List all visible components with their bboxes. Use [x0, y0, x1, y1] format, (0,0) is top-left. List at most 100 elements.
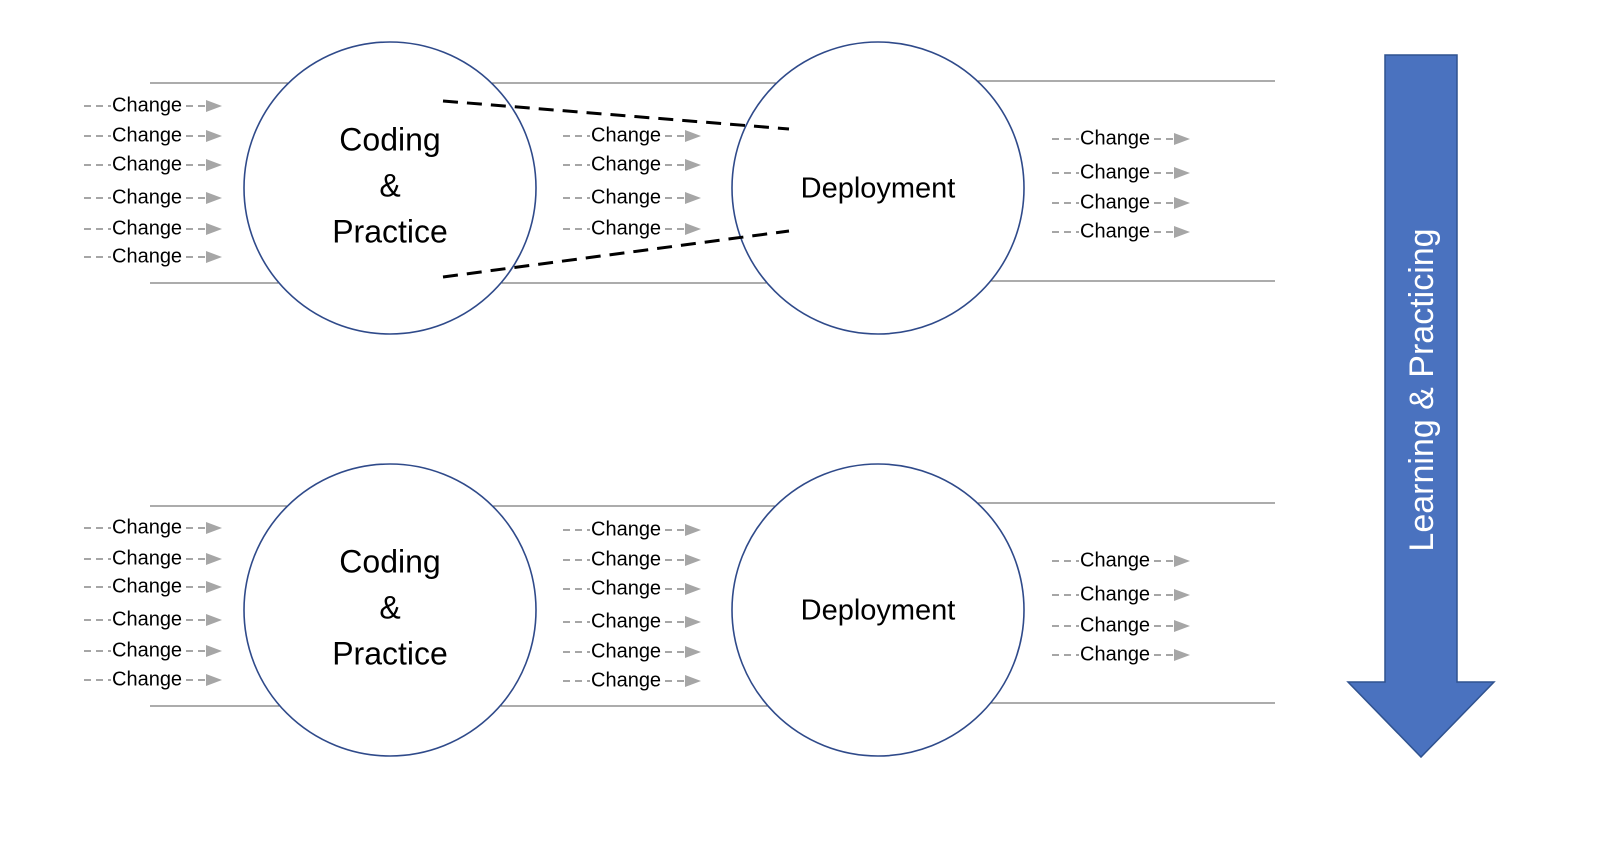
arrow-right-icon	[206, 522, 222, 534]
bottleneck-line-bottom	[442, 229, 790, 279]
change-label: Change	[591, 518, 661, 540]
change-label: Change	[112, 547, 182, 569]
arrow-right-icon	[685, 524, 701, 536]
middle-change-flow: Change	[563, 640, 701, 662]
input-change-flow: Change	[84, 639, 222, 661]
change-label: Change	[1080, 191, 1150, 213]
change-label: Change	[112, 575, 182, 597]
arrow-right-icon	[685, 130, 701, 142]
middle-change-flow: Change	[563, 518, 701, 540]
arrow-right-icon	[1174, 589, 1190, 601]
output-change-flow: Change	[1052, 643, 1190, 665]
change-label: Change	[112, 608, 182, 630]
change-label: Change	[112, 516, 182, 538]
coding-practice-label: Practice	[332, 213, 448, 249]
input-change-flow: Change	[84, 516, 222, 538]
change-label: Change	[591, 186, 661, 208]
change-label: Change	[1080, 643, 1150, 665]
input-change-flow: Change	[84, 245, 222, 267]
arrow-right-icon	[206, 192, 222, 204]
arrow-right-icon	[206, 130, 222, 142]
output-change-flow: Change	[1052, 614, 1190, 636]
input-change-flow: Change	[84, 186, 222, 208]
change-label: Change	[1080, 549, 1150, 571]
change-label: Change	[112, 639, 182, 661]
change-label: Change	[591, 217, 661, 239]
arrow-right-icon	[685, 223, 701, 235]
change-label: Change	[1080, 127, 1150, 149]
change-label: Change	[1080, 583, 1150, 605]
arrow-right-icon	[206, 159, 222, 171]
learning-practicing-label: Learning & Practicing	[1403, 228, 1441, 551]
deployment-label: Deployment	[801, 595, 956, 627]
change-label: Change	[591, 124, 661, 146]
down-arrow-icon	[1346, 54, 1496, 759]
arrow-right-icon	[1174, 167, 1190, 179]
middle-change-flow: Change	[563, 669, 701, 691]
arrow-right-icon	[206, 553, 222, 565]
input-change-flow: Change	[84, 608, 222, 630]
input-change-flow: Change	[84, 217, 222, 239]
change-label: Change	[1080, 614, 1150, 636]
learning-practicing-arrow: Learning & Practicing	[1346, 54, 1496, 759]
arrow-right-icon	[206, 223, 222, 235]
arrow-right-icon	[206, 251, 222, 263]
arrow-right-icon	[1174, 649, 1190, 661]
input-change-flow: Change	[84, 668, 222, 690]
coding-practice-label: Coding	[339, 543, 440, 579]
coding-practice-circle	[243, 41, 537, 335]
coding-practice-label: Practice	[332, 635, 448, 671]
change-label: Change	[591, 640, 661, 662]
arrow-right-icon	[685, 192, 701, 204]
middle-change-flow: Change	[563, 124, 701, 146]
output-change-flow: Change	[1052, 127, 1190, 149]
arrow-right-icon	[685, 616, 701, 628]
coding-practice-circle	[243, 463, 537, 757]
input-change-flow: Change	[84, 124, 222, 146]
change-label: Change	[1080, 161, 1150, 183]
change-label: Change	[112, 94, 182, 116]
output-change-flow: Change	[1052, 161, 1190, 183]
change-label: Change	[591, 548, 661, 570]
arrow-right-icon	[206, 614, 222, 626]
coding-practice-label: Coding	[339, 121, 440, 157]
change-label: Change	[112, 245, 182, 267]
coding-practice-label: &	[379, 589, 400, 625]
change-label: Change	[112, 217, 182, 239]
change-label: Change	[112, 668, 182, 690]
pipeline-row-bottom: Coding&PracticeDeploymentChangeChangeCha…	[84, 463, 1275, 757]
middle-change-flow: Change	[563, 186, 701, 208]
change-label: Change	[591, 610, 661, 632]
change-label: Change	[112, 186, 182, 208]
deployment-circle	[731, 41, 1025, 335]
middle-change-flow: Change	[563, 217, 701, 239]
arrow-right-icon	[206, 100, 222, 112]
arrow-right-icon	[1174, 226, 1190, 238]
change-label: Change	[1080, 220, 1150, 242]
coding-practice-label: &	[379, 167, 400, 203]
arrow-right-icon	[685, 646, 701, 658]
output-change-flow: Change	[1052, 549, 1190, 571]
input-change-flow: Change	[84, 94, 222, 116]
input-change-flow: Change	[84, 547, 222, 569]
change-label: Change	[591, 577, 661, 599]
deployment-circle	[731, 463, 1025, 757]
pipeline-row-top: Coding&PracticeDeploymentChangeChangeCha…	[84, 41, 1275, 335]
middle-change-flow: Change	[563, 548, 701, 570]
arrow-right-icon	[206, 645, 222, 657]
arrow-right-icon	[685, 583, 701, 595]
arrow-right-icon	[685, 675, 701, 687]
arrow-right-icon	[206, 581, 222, 593]
output-change-flow: Change	[1052, 583, 1190, 605]
arrow-right-icon	[1174, 620, 1190, 632]
change-label: Change	[112, 153, 182, 175]
arrow-right-icon	[1174, 133, 1190, 145]
change-label: Change	[591, 669, 661, 691]
middle-change-flow: Change	[563, 577, 701, 599]
output-change-flow: Change	[1052, 191, 1190, 213]
deployment-label: Deployment	[801, 173, 956, 205]
change-label: Change	[112, 124, 182, 146]
output-change-flow: Change	[1052, 220, 1190, 242]
arrow-right-icon	[685, 159, 701, 171]
